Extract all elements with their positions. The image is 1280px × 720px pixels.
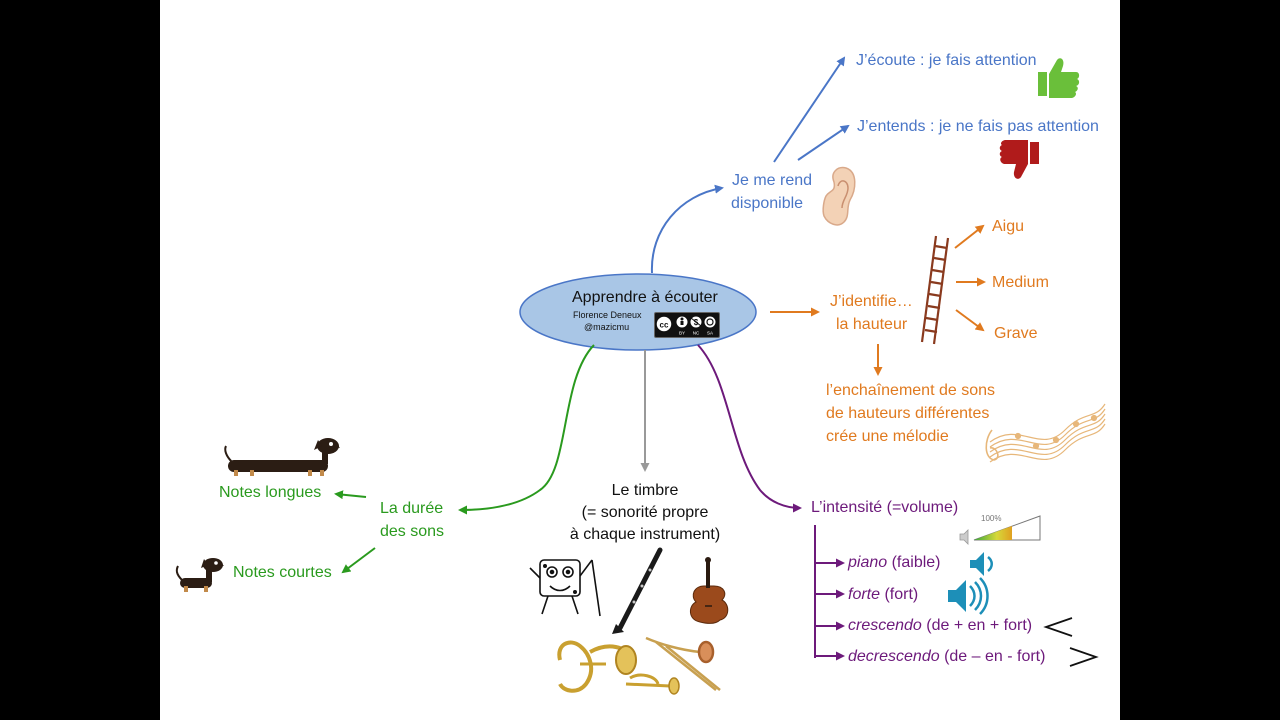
- volume-meter-icon: [959, 515, 1041, 545]
- cc-license-badge: cc $ BY NC SA: [654, 312, 720, 338]
- decrescendo-item: decrescendo (de – en - fort): [848, 646, 1045, 668]
- clarinet-icon: [612, 547, 663, 634]
- trombone-icon: [645, 636, 721, 691]
- medium-label: Medium: [992, 274, 1049, 291]
- aigu-label: Aigu: [992, 218, 1025, 235]
- disponible-label-line2: disponible: [731, 195, 804, 212]
- forte-desc: (fort): [880, 586, 919, 603]
- arrow-to-ecoute: [773, 56, 846, 163]
- melodie-line3: crée une mélodie: [826, 428, 949, 445]
- violin-icon: [690, 557, 729, 624]
- mind-map-slide: Apprendre à écouter Florence Deneux @maz…: [160, 0, 1120, 720]
- crescendo-item: crescendo (de + en + fort): [848, 615, 1032, 637]
- ladder-icon: [920, 235, 950, 345]
- arrow-to-aigu: [954, 224, 985, 249]
- ear-icon: [822, 166, 856, 226]
- duree-line1: La durée: [380, 500, 444, 517]
- author-name: Florence Deneux: [573, 310, 642, 320]
- ecoute-label: J’écoute : je fais attention: [856, 52, 1037, 69]
- music-staff-icon: [985, 403, 1106, 463]
- piano-desc: (faible): [887, 554, 941, 571]
- forte-term: forte: [848, 586, 881, 603]
- melodie-line1: l’enchaînement de sons: [826, 382, 995, 399]
- meter-percent-label: 100%: [981, 514, 1002, 523]
- long-dog-icon: [224, 438, 340, 476]
- svg-text:cc: cc: [660, 321, 669, 330]
- decrescendo-symbol: [1069, 647, 1099, 667]
- arrow-to-intensite: [697, 344, 802, 513]
- license-tag-nc: NC: [693, 331, 700, 336]
- intensite-label: L’intensité (=volume): [811, 499, 959, 516]
- tuba-icon: [557, 640, 637, 693]
- notes-longues-label: Notes longues: [219, 484, 322, 501]
- disponible-label-line1: Je me rend: [732, 172, 813, 189]
- license-tag-by: BY: [679, 331, 685, 336]
- timbre-line2: (= sonorité propre: [581, 504, 709, 521]
- entends-label: J’entends : je ne fais pas attention: [857, 118, 1099, 135]
- license-tag-sa: SA: [707, 331, 713, 336]
- hauteur-label-line1: J’identifie…: [830, 293, 913, 310]
- grave-label: Grave: [994, 325, 1038, 342]
- crescendo-symbol: [1043, 617, 1073, 637]
- thumbs-up-icon: [1038, 58, 1080, 98]
- decrescendo-term: decrescendo: [848, 648, 940, 665]
- arrow-to-duree: [458, 344, 595, 515]
- hauteur-label-line2: la hauteur: [836, 316, 908, 333]
- arrow-to-entends: [797, 124, 850, 161]
- piano-item: piano (faible): [848, 552, 941, 574]
- cc-license-icon: cc $ BY NC SA: [655, 315, 717, 336]
- trumpet-icon: [625, 673, 680, 695]
- timbre-line3: à chaque instrument): [569, 526, 721, 543]
- arrow-to-notes-courtes: [341, 547, 376, 574]
- duree-line2: des sons: [380, 523, 445, 540]
- forte-item: forte (fort): [848, 584, 918, 606]
- crescendo-desc: (de + en + fort): [921, 617, 1033, 634]
- crescendo-term: crescendo: [848, 617, 922, 634]
- melodie-line2: de hauteurs différentes: [826, 405, 990, 422]
- decrescendo-desc: (de – en - fort): [939, 648, 1046, 665]
- sponge-character-icon: [529, 559, 601, 617]
- timbre-line1: Le timbre: [611, 482, 679, 499]
- arrow-to-notes-longues: [334, 490, 367, 500]
- arrow-to-grave: [955, 309, 985, 332]
- thumbs-down-icon: [999, 140, 1039, 179]
- mind-map-drawing: [175, 56, 1106, 695]
- arrow-to-disponible: [650, 184, 724, 274]
- author-handle: @mazicmu: [584, 322, 630, 332]
- short-dog-icon: [175, 558, 224, 592]
- notes-courtes-label: Notes courtes: [233, 564, 332, 581]
- speaker-low-icon: [970, 552, 993, 576]
- central-title: Apprendre à écouter: [572, 289, 718, 306]
- piano-term: piano: [848, 554, 888, 571]
- speaker-high-icon: [948, 577, 989, 615]
